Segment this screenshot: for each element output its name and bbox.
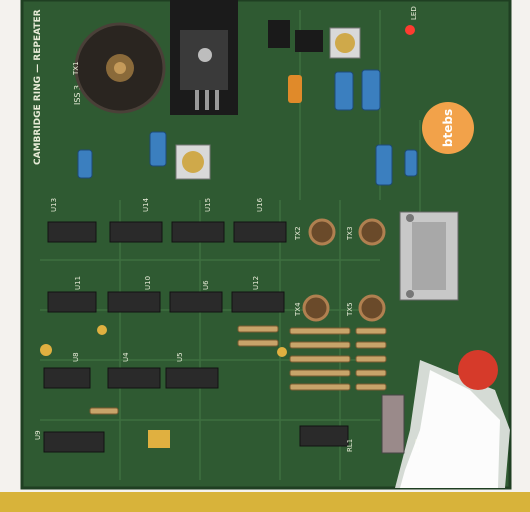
logo: btebs [422, 102, 474, 154]
label-tx3: TX3 [346, 226, 354, 241]
board-title-group: CAMBRIDGE RING — REPEATER ISS 3 [33, 9, 82, 165]
label-u4: U4 [122, 352, 130, 362]
board-title: CAMBRIDGE RING — REPEATER [33, 9, 43, 165]
transformer-tx1: TX1 [72, 22, 166, 114]
db-connector [399, 211, 459, 301]
label-u5: U5 [176, 352, 184, 362]
label-u13: U14 [142, 197, 150, 212]
regulator-ir3 [268, 20, 290, 48]
label-u8: U9 [34, 430, 42, 440]
label-u15: U16 [256, 197, 264, 212]
led-red [405, 25, 415, 35]
paper-glare [400, 370, 500, 488]
caps-yellow [40, 325, 287, 448]
ic-chips [43, 221, 349, 453]
logo-text: btebs [441, 109, 455, 147]
ribbon-header-ct2 [381, 394, 405, 454]
label-u7: U8 [72, 352, 80, 362]
label-u6: U6 [202, 280, 210, 290]
label-rl1: RL1 [346, 439, 354, 452]
label-tx4: TX4 [294, 302, 302, 317]
label-tx2: TX2 [294, 226, 302, 241]
silk-labels: U13 U14 U15 U16 TX2 TX3 TX4 TX5 RL1 CT2 … [34, 197, 422, 452]
board-issue: ISS 3 [73, 85, 82, 105]
label-u12: U13 [50, 198, 58, 212]
heatsink [170, 0, 238, 115]
regulator-u2 [295, 30, 323, 52]
red-marker [458, 350, 498, 390]
label-u14: U15 [204, 198, 212, 212]
inductor-orange [288, 75, 302, 103]
label-tx5: TX5 [346, 302, 354, 317]
led-label: LED [410, 6, 418, 20]
pcb-shadow [20, 0, 512, 490]
capacitors-blue [77, 69, 418, 186]
label-u10: U11 [74, 276, 82, 290]
desk-strip [0, 492, 530, 512]
label-u9: U10 [144, 276, 152, 290]
label-u11: U12 [252, 276, 260, 290]
potentiometer-l1 [329, 27, 361, 59]
potentiometer-l2 [175, 144, 211, 180]
tx1-label: TX1 [72, 61, 80, 76]
resistors [89, 325, 387, 415]
toroids [302, 218, 386, 322]
